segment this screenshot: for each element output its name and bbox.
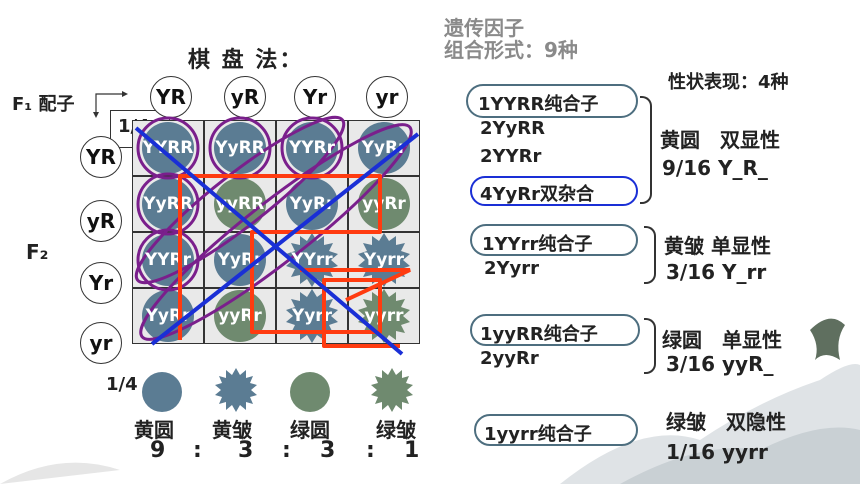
phenotype-label: 绿圆 单显性 <box>662 328 782 352</box>
phenotype-label: 绿皱 双隐性 <box>666 410 786 434</box>
genotype-item: 2YYRr <box>480 146 542 167</box>
phenotype-count: 性状表现：4种 <box>668 72 789 93</box>
label-yellow-wrinkled: 黄皱 <box>212 418 252 442</box>
bracket-group-3 <box>644 318 656 374</box>
ratio-9: 9 <box>150 438 166 463</box>
genotype-item: 2yyRr <box>480 348 539 369</box>
row-gamete-yr: yr <box>80 322 122 364</box>
genotype-title-line2: 组合形式：9种 <box>444 38 578 62</box>
ratio-colon: : <box>193 438 202 463</box>
pill-double-heterozygous <box>470 176 638 206</box>
col-gamete-Yr: Yr <box>294 76 336 118</box>
page-title: 棋 盘 法： <box>188 48 304 73</box>
row-gamete-yR: yR <box>80 200 122 242</box>
corner-arrows <box>93 91 128 118</box>
genotype-item: 2YyRR <box>480 118 546 139</box>
phenotype-ratio: 3/16 Y_rr <box>666 260 767 284</box>
phenotype-ratio: 9/16 Y_R_ <box>662 156 768 180</box>
cell-genotype: YyRR <box>215 138 265 158</box>
row-gamete-Yr: Yr <box>80 262 122 304</box>
cell-genotype: YYRr <box>288 138 336 158</box>
f2-label: F₂ <box>26 240 49 264</box>
genotype-item: 4YyRr双杂合 <box>480 184 595 205</box>
bracket-group-1 <box>640 96 652 204</box>
col-gamete-yR: yR <box>224 76 266 118</box>
label-green-wrinkled: 绿皱 <box>376 418 416 442</box>
genotype-item: 1yyRR纯合子 <box>480 324 598 345</box>
phenotype-label: 黄圆 双显性 <box>660 128 780 152</box>
pill-homozygous <box>470 224 638 256</box>
ratio-3b: 3 <box>320 438 336 463</box>
ratio-colon: : <box>282 438 291 463</box>
cell-genotype: yyRR <box>215 194 265 214</box>
cell-genotype: yyRr <box>362 194 406 214</box>
ratio-colon: : <box>366 438 375 463</box>
col-gamete-YR: YR <box>150 76 192 118</box>
genotype-item: 1YYrr纯合子 <box>482 234 593 255</box>
yellow-round-seed <box>142 372 182 412</box>
label-green-round: 绿圆 <box>290 418 330 442</box>
ratio-3a: 3 <box>238 438 254 463</box>
genotype-item: 1YYRR纯合子 <box>478 94 599 115</box>
phenotype-ratio: 1/16 yyrr <box>666 440 768 464</box>
ratio-1: 1 <box>404 438 420 463</box>
row-gamete-YR: YR <box>80 136 122 178</box>
bracket-group-2 <box>644 226 656 284</box>
phenotype-label: 黄皱 单显性 <box>664 234 771 258</box>
quarter-bottom: 1/4 <box>106 374 138 395</box>
cell-genotype: Yyrr <box>363 250 405 270</box>
pill-homozygous <box>470 314 640 346</box>
col-gamete-yr: yr <box>366 76 408 118</box>
f1-gametes-label: F₁ 配子 <box>12 94 75 115</box>
genotype-item: 2Yyrr <box>484 258 540 279</box>
phenotype-ratio: 3/16 yyR_ <box>666 352 774 376</box>
pill-homozygous <box>466 84 638 118</box>
genotype-title-line1: 遗传因子 <box>444 16 524 40</box>
green-round-seed <box>290 372 330 412</box>
cell-genotype: YYrr <box>291 250 333 270</box>
genotype-item: 1yyrr纯合子 <box>484 424 592 445</box>
cell-genotype: yyrr <box>364 306 404 326</box>
label-yellow-round: 黄圆 <box>134 418 174 442</box>
pill-homozygous <box>474 414 638 446</box>
